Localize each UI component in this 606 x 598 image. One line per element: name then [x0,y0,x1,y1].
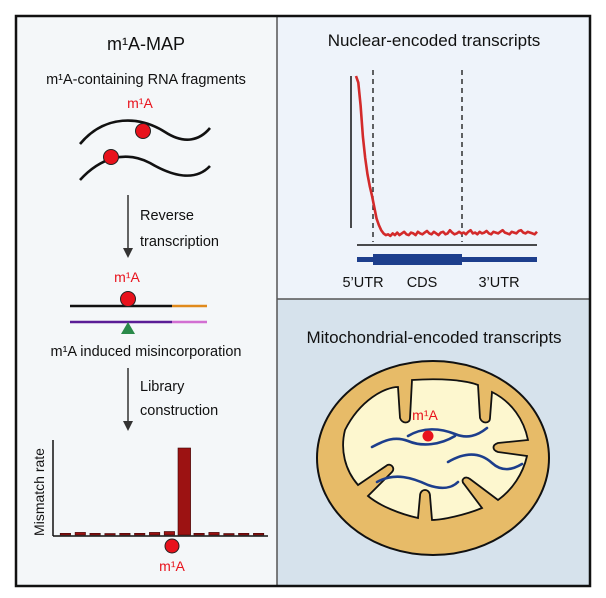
mismatch-bar [104,533,116,536]
mtdna-transcript-2 [406,426,489,438]
chart-m1a-dot [164,538,180,554]
left-title: m¹A-MAP [107,34,185,54]
outer-border [14,14,592,588]
mismatch-bar [238,532,250,536]
nuclear-title: Nuclear-encoded transcripts [328,31,541,50]
rna-mark-label: m¹A [127,95,153,111]
left-subtitle: m¹A-containing RNA fragments [46,72,246,88]
step1-arrowhead [123,248,133,258]
mtdna-transcript-1 [370,434,457,449]
step2-arrowhead [123,421,133,431]
misincorporation-triangle [121,322,135,334]
mismatch-bar-chart [59,447,265,536]
nuclear-panel-bg [277,16,590,299]
mismatch-bar [163,531,175,536]
misincorporation-label: m¹A induced misincorporation [50,344,241,360]
mismatch-bar [193,532,205,536]
step2-label-2: construction [140,403,218,419]
mismatch-bar [177,447,191,536]
left-panel-bg [16,16,277,586]
rna-fragment-1 [79,119,211,145]
chart-y-label: Mismatch rate [31,448,47,536]
utr5-bar [357,257,373,262]
step1-label-2: transcription [140,234,219,250]
m1a-dot-2 [103,149,119,165]
utr3-bar [462,257,537,262]
mismatch-bar [134,532,146,536]
metagene-profile-line [354,75,538,238]
cds-label: CDS [407,275,438,291]
m1a-dot-duplex [120,291,136,307]
mito-m1a-label: m¹A [412,407,438,423]
cds-bar [373,254,462,265]
mtdna-transcript-4 [446,453,524,471]
rna-fragment-2 [79,155,211,181]
mismatch-bar [149,532,161,536]
mismatch-bar [223,533,235,536]
mito-title: Mitochondrial-encoded transcripts [306,328,561,347]
chart-x-label: m¹A [159,558,185,574]
m1a-dot-1 [135,123,151,139]
mismatch-bar [208,532,220,536]
duplex-mark-label: m¹A [114,269,140,285]
mismatch-bar [253,532,265,536]
step1-label-1: Reverse [140,208,194,224]
mismatch-bar [89,532,101,536]
step2-label-1: Library [140,379,185,395]
mtdna-transcript-3 [375,475,460,490]
mismatch-bar [74,532,86,536]
utr3-label: 3’UTR [478,275,519,291]
mismatch-bar [119,532,131,536]
mito-m1a-dot [422,430,434,442]
mitochondrion-inner [342,378,530,521]
mismatch-bar [59,532,71,536]
utr5-label: 5’UTR [342,275,383,291]
